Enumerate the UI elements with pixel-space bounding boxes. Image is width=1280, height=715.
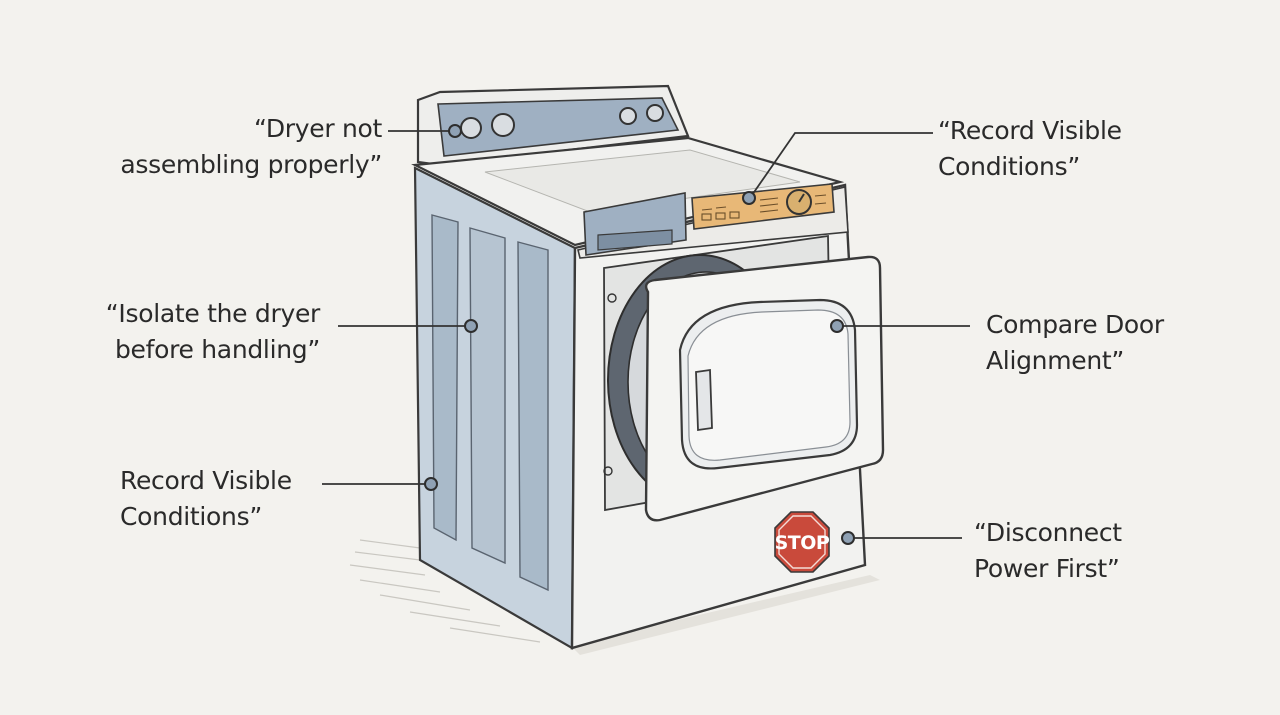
- door-handle: [695, 368, 713, 432]
- back-knob-1: [460, 117, 482, 139]
- back-knob-4: [646, 104, 664, 122]
- callout-line: Conditions”: [120, 502, 262, 531]
- callout-line: Record Visible: [120, 466, 292, 495]
- callout-line: Compare Door: [986, 310, 1164, 339]
- callout-line: “Isolate the dryer: [105, 299, 321, 328]
- floor-shadow-right: [570, 575, 880, 655]
- callout-dryer-not-assembling: “Dryer not assembling properly”: [100, 111, 382, 183]
- callout-line: assembling properly”: [120, 150, 382, 179]
- callout-dot-disconnect: [841, 531, 855, 545]
- callout-dot-isolate: [464, 319, 478, 333]
- callout-record-visible-left: Record Visible Conditions”: [120, 463, 292, 535]
- callout-line: Power First”: [974, 554, 1120, 583]
- floor-shadow: [349, 539, 541, 643]
- dryer-side-panel: [413, 166, 577, 650]
- callout-record-visible-top: “Record Visible Conditions”: [938, 113, 1122, 185]
- callout-line: “Record Visible: [938, 116, 1122, 145]
- callout-line: “Disconnect: [974, 518, 1122, 547]
- callout-isolate-dryer: “Isolate the dryer before handling”: [82, 296, 321, 368]
- callout-line: “Dryer not: [253, 114, 382, 143]
- callout-dot-record-left: [424, 477, 438, 491]
- back-knob-3: [619, 107, 637, 125]
- callout-dot-dryer-not-assembling: [448, 124, 462, 138]
- callout-line: Alignment”: [986, 346, 1125, 375]
- callout-dot-compare-door: [830, 319, 844, 333]
- back-control-panel: [416, 84, 690, 167]
- stop-sign-label: STOP: [775, 532, 830, 554]
- callout-dot-record-top: [742, 191, 756, 205]
- callout-line: before handling”: [114, 335, 320, 364]
- callout-compare-door: Compare Door Alignment”: [986, 307, 1164, 379]
- stop-sign: STOP: [774, 511, 830, 573]
- callout-disconnect-power: “Disconnect Power First”: [974, 515, 1122, 587]
- callout-line: Conditions”: [938, 152, 1080, 181]
- dryer-door: [644, 255, 885, 522]
- leader-line-record-top: [749, 132, 933, 199]
- back-knob-2: [491, 113, 515, 137]
